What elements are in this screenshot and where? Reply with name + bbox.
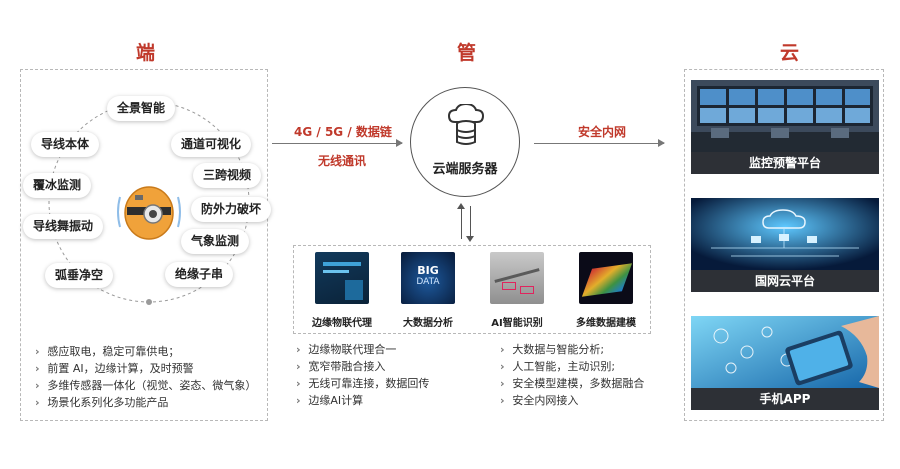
secure-network-label: 安全内网	[578, 125, 627, 139]
cloud-panel: 监控预警平台 国网云平台	[684, 69, 884, 421]
ring-label-sag-clearance: 弧垂净空	[45, 263, 114, 288]
ring-label-galloping: 导线舞振动	[23, 214, 104, 239]
up-arrow-head	[457, 203, 465, 209]
down-arrow-head	[466, 236, 474, 242]
iot-proxy-thumbnail	[315, 252, 369, 304]
sensor-device-image	[117, 186, 181, 240]
big-data-thumbnail: BIG DATA	[401, 252, 455, 304]
platform-label: 国网云平台	[691, 270, 879, 292]
cloud-platform-image	[691, 198, 879, 270]
edge-heading: 端	[136, 42, 156, 64]
down-arrow-line	[470, 206, 471, 236]
ring-label-conductor: 导线本体	[31, 132, 100, 157]
platform-label: 手机APP	[691, 388, 879, 410]
capability-card: AI智能识别	[475, 252, 559, 329]
ring-label-cross-video: 三跨视频	[193, 163, 262, 188]
ring-label-weather: 气象监测	[181, 229, 250, 254]
control-room-image	[691, 80, 879, 152]
edge-feature-item: 多维传感器一体化（视觉、姿态、微气象）	[35, 377, 256, 394]
capability-card: 多维数据建模	[564, 252, 648, 329]
ring-label-insulator: 绝缘子串	[165, 262, 234, 287]
platform-label: 监控预警平台	[691, 152, 879, 174]
capabilities-panel: 边缘物联代理 BIG DATA 大数据分析 AI智能识别 多维数据建模	[293, 245, 651, 334]
wireless-label: 无线通讯	[318, 154, 367, 168]
server-label: 云端服务器	[432, 162, 498, 177]
mobile-app-card: 手机APP	[691, 316, 879, 410]
pipe-feature-item: 边缘AI计算	[296, 392, 429, 409]
pipe-heading: 管	[457, 42, 477, 64]
capability-label: 大数据分析	[403, 318, 453, 329]
capability-label: 多维数据建模	[576, 318, 636, 329]
pipe-feature-item: 大数据与智能分析;	[500, 341, 644, 358]
ai-recognition-thumbnail	[490, 252, 544, 304]
pipe-feature-item: 人工智能，主动识别;	[500, 358, 644, 375]
pipe-feature-item: 安全内网接入	[500, 392, 644, 409]
monitoring-platform-card: 监控预警平台	[691, 80, 879, 174]
capability-card: BIG DATA 大数据分析	[386, 252, 470, 329]
server-to-cloud-arrow	[534, 139, 665, 147]
ring-label-icing: 覆冰监测	[23, 173, 92, 198]
state-grid-cloud-card: 国网云平台	[691, 198, 879, 292]
ring-label-panorama: 全景智能	[107, 96, 176, 121]
pipe-feature-item: 无线可靠连接，数据回传	[296, 375, 429, 392]
edge-panel: 全景智能 导线本体 通道可视化 覆冰监测 三跨视频 防外力破坏 导线舞振动 气象…	[20, 69, 272, 421]
pipe-feature-list-right: 大数据与智能分析; 人工智能，主动识别; 安全模型建模，多数据融合 安全内网接入	[500, 341, 644, 409]
cloud-heading: 云	[780, 42, 800, 64]
pipe-feature-item: 边缘物联代理合一	[296, 341, 429, 358]
capability-label: 边缘物联代理	[312, 318, 372, 329]
ring-label-channel-visual: 通道可视化	[171, 132, 252, 157]
edge-feature-item: 前置 AI，边缘计算，及时预警	[35, 360, 256, 377]
edge-to-server-arrow	[272, 139, 403, 147]
cloud-server-node: 云端服务器	[410, 87, 520, 197]
capability-card: 边缘物联代理	[300, 252, 384, 329]
cloud-database-icon	[447, 104, 485, 145]
pipe-feature-item: 宽窄带融合接入	[296, 358, 429, 375]
multi-data-model-thumbnail	[579, 252, 633, 304]
thumb-text-big: BIG	[417, 264, 439, 277]
up-arrow-line	[461, 209, 462, 239]
link-type-label: 4G / 5G / 数据链	[294, 125, 392, 139]
edge-feature-item: 感应取电，稳定可靠供电；	[35, 343, 256, 360]
pipe-feature-item: 安全模型建模，多数据融合	[500, 375, 644, 392]
capability-label: AI智能识别	[491, 318, 543, 329]
edge-feature-item: 场景化系列化多功能产品	[35, 394, 256, 411]
mobile-app-image	[691, 316, 879, 388]
edge-feature-list: 感应取电，稳定可靠供电； 前置 AI，边缘计算，及时预警 多维传感器一体化（视觉…	[35, 343, 256, 411]
ring-label-external-damage: 防外力破坏	[191, 197, 272, 222]
pipe-feature-list-left: 边缘物联代理合一 宽窄带融合接入 无线可靠连接，数据回传 边缘AI计算	[296, 341, 429, 409]
thumb-text-data: DATA	[416, 277, 440, 287]
